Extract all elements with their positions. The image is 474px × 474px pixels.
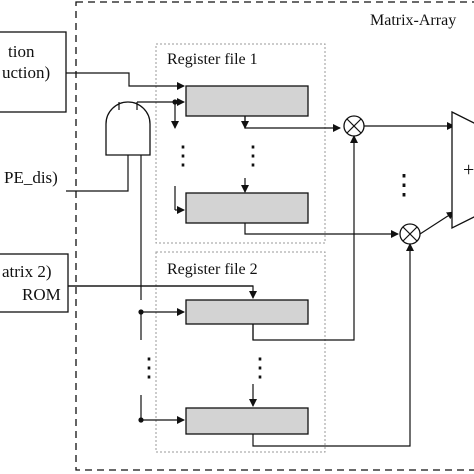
register-2-dots-left: ⋮ — [136, 353, 162, 382]
mult-2-to-adder — [419, 211, 455, 235]
rom-label: ROM — [22, 285, 61, 304]
rom-box — [0, 253, 69, 313]
register-2-last — [185, 407, 309, 435]
register-file-1-frame — [155, 43, 326, 244]
register-1-last — [185, 192, 309, 224]
instruction-box — [0, 31, 67, 113]
reg1-last-to-mult-2 — [244, 223, 399, 238]
register-file-2-frame — [155, 251, 326, 453]
instruction-label-line-2: uction) — [2, 63, 50, 82]
instruction-label-line-1: tion — [8, 42, 35, 61]
instruction-wire — [66, 72, 185, 90]
register-1-dots-right: ⋮ — [240, 141, 266, 170]
reg2-first-to-mult-1 — [252, 135, 358, 341]
register-file-2-label: Register file 2 — [167, 261, 258, 278]
register-2-first — [185, 299, 309, 325]
multiplier-1-cross-b — [346, 118, 362, 134]
matrix-array-frame — [75, 1, 474, 471]
register-1-first — [185, 85, 309, 117]
multiplier-2-cross-b — [402, 226, 418, 242]
matrix-array-label: Matrix-Array — [370, 12, 456, 29]
register-2-dots-right: ⋮ — [247, 353, 273, 382]
adder-symbol: + — [463, 159, 474, 181]
reg1-first-to-mult-1 — [244, 116, 341, 132]
register-1-dots-left: ⋮ — [170, 141, 196, 170]
pe-dis-wire — [66, 155, 129, 192]
adder — [451, 110, 474, 230]
multiplier-dots: ⋮ — [390, 170, 418, 201]
matrix-2-label: atrix 2) — [2, 262, 52, 281]
pe-dis-label: PE_dis) — [4, 168, 58, 187]
and-gate — [105, 101, 151, 156]
register-file-1-label: Register file 1 — [167, 51, 258, 68]
rom-wire-to-reg2 — [68, 285, 257, 299]
reg2-last-to-mult-2 — [252, 243, 414, 447]
